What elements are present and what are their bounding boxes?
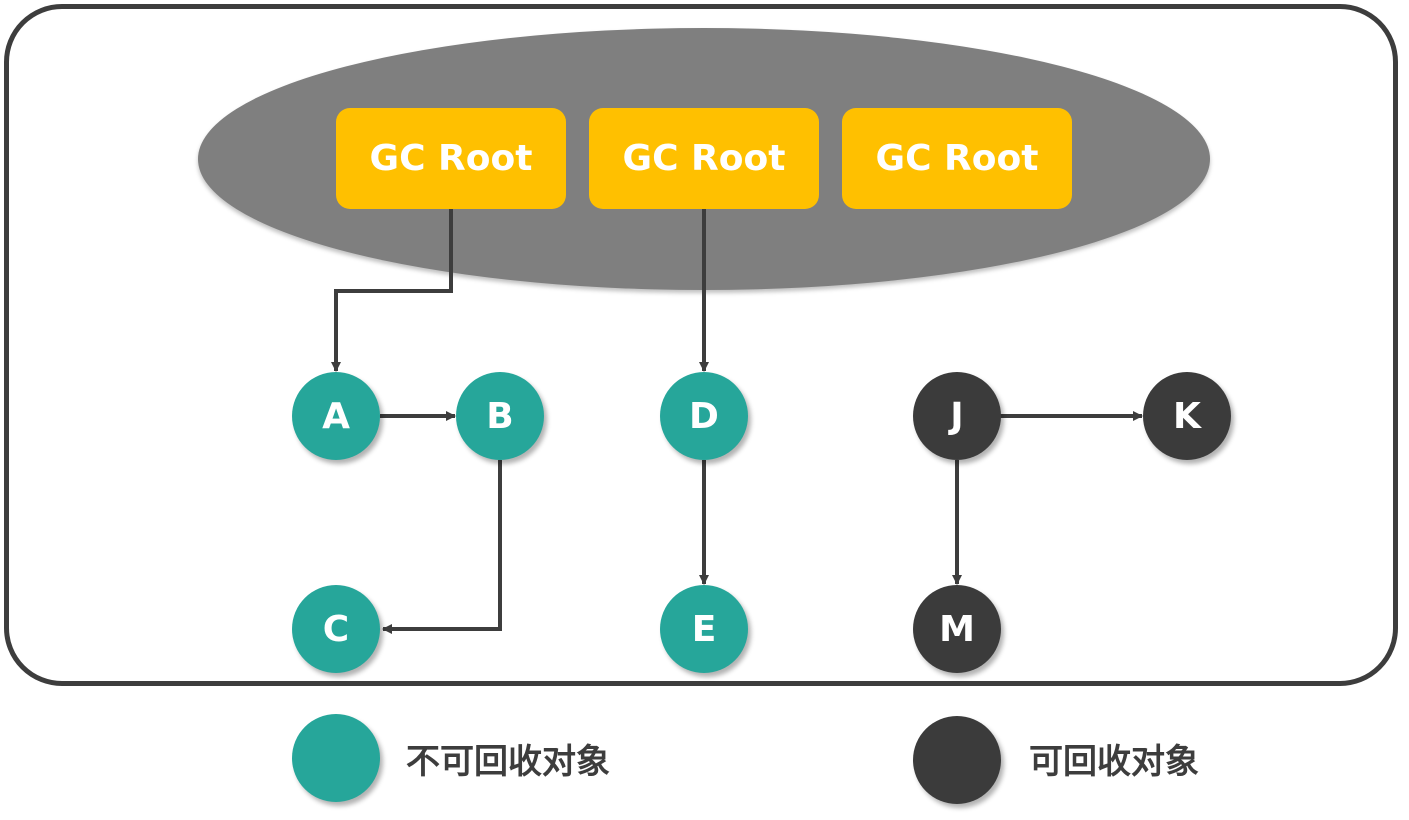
edge-root1-to-a [331, 209, 453, 372]
gc-root-box-3: GC Root [842, 108, 1072, 209]
edge-b-to-c [382, 460, 502, 634]
node-a: A [292, 372, 380, 460]
node-b: B [456, 372, 544, 460]
node-e: E [660, 585, 748, 673]
node-c: C [292, 585, 380, 673]
node-m: M [913, 585, 1001, 673]
legend-label-reachable: 不可回收对象 [406, 742, 610, 782]
gc-root-box-1: GC Root [336, 108, 566, 209]
node-k: K [1143, 372, 1231, 460]
legend-swatch-reachable [292, 714, 380, 802]
node-d: D [660, 372, 748, 460]
legend-label-collectable: 可回收对象 [1029, 742, 1199, 782]
legend-swatch-collectable [913, 716, 1001, 804]
gc-root-box-2: GC Root [589, 108, 819, 209]
node-j: J [913, 372, 1001, 460]
